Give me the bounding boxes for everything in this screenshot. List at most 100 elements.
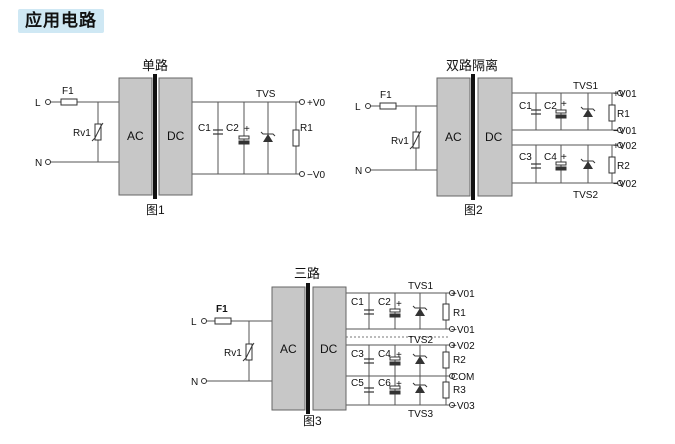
label-c1: C1 bbox=[519, 101, 532, 112]
label-c3: C3 bbox=[351, 349, 364, 360]
dc-label: DC bbox=[485, 130, 503, 144]
fuse-icon bbox=[214, 317, 232, 325]
tvs2-diode-icon bbox=[412, 353, 428, 365]
label-tvs1: TVS1 bbox=[408, 281, 433, 292]
label-vo1-minus: −V01 bbox=[451, 325, 475, 336]
label-N: N bbox=[35, 158, 42, 169]
label-c4: C4 bbox=[378, 349, 391, 360]
label-r2: R2 bbox=[617, 161, 630, 172]
resistor-r2-icon bbox=[442, 351, 450, 369]
label-r1: R1 bbox=[300, 123, 313, 134]
label-varistor: Rv1 bbox=[391, 136, 409, 147]
terminal-L bbox=[201, 318, 207, 324]
terminal-vplus bbox=[299, 99, 305, 105]
label-plus-c6: + bbox=[396, 379, 402, 390]
label-fuse: F1 bbox=[216, 304, 228, 315]
label-tvs2: TVS2 bbox=[573, 190, 598, 201]
label-r3: R3 bbox=[453, 385, 466, 396]
varistor-icon bbox=[91, 122, 104, 142]
label-varistor: Rv1 bbox=[73, 128, 91, 139]
label-tvs: TVS bbox=[256, 89, 276, 100]
label-vo2-plus: +V02 bbox=[451, 341, 475, 352]
terminal-vminus bbox=[299, 171, 305, 177]
resistor-r1-icon bbox=[442, 303, 450, 321]
label-L: L bbox=[35, 98, 41, 109]
diagram3-title: 三路 bbox=[294, 266, 320, 281]
label-plus-c4: + bbox=[396, 350, 402, 361]
resistor-r1-icon bbox=[608, 104, 616, 122]
transformer-core bbox=[153, 74, 157, 199]
label-L: L bbox=[191, 317, 197, 328]
diagram1-title: 单路 bbox=[142, 58, 168, 73]
tvs1-diode-icon bbox=[412, 305, 428, 317]
label-vo3-minus: −V03 bbox=[451, 401, 475, 412]
ac-label: AC bbox=[127, 129, 144, 143]
label-plus-c2: + bbox=[396, 299, 402, 310]
varistor-icon bbox=[409, 130, 422, 150]
diagram1-caption: 图1 bbox=[146, 203, 165, 217]
diagram-dual-isolated-output: 双路隔离 L N bbox=[355, 58, 637, 217]
ac-block bbox=[271, 286, 306, 411]
label-N: N bbox=[355, 166, 362, 177]
label-com: COM bbox=[451, 372, 474, 383]
label-c1: C1 bbox=[351, 297, 364, 308]
dc-block bbox=[312, 286, 347, 411]
ac-block bbox=[118, 77, 153, 196]
label-vminus: −V0 bbox=[307, 170, 326, 181]
transformer-core bbox=[471, 74, 475, 200]
resistor-r1-icon bbox=[292, 129, 300, 147]
label-N: N bbox=[191, 377, 198, 388]
label-c4: C4 bbox=[544, 152, 557, 163]
label-c2: C2 bbox=[544, 101, 557, 112]
resistor-r3-icon bbox=[442, 381, 450, 399]
dc-block bbox=[158, 77, 193, 196]
label-vo2-minus: −V02 bbox=[613, 179, 637, 190]
fuse-icon bbox=[60, 98, 78, 106]
label-vo1-plus: +V01 bbox=[451, 289, 475, 300]
diagram2-title: 双路隔离 bbox=[446, 58, 498, 73]
label-tvs2: TVS2 bbox=[408, 335, 433, 346]
terminal-L bbox=[45, 99, 51, 105]
transformer-core bbox=[306, 283, 310, 414]
terminal-N bbox=[45, 159, 51, 165]
diagram-triple-output: 三路 bbox=[191, 266, 475, 428]
label-fuse: F1 bbox=[62, 86, 74, 97]
label-c6: C6 bbox=[378, 378, 391, 389]
label-L: L bbox=[355, 102, 361, 113]
label-vplus: +V0 bbox=[307, 98, 326, 109]
ac-label: AC bbox=[280, 342, 297, 356]
terminal-N bbox=[365, 167, 371, 173]
label-plus-c4: + bbox=[561, 152, 567, 163]
label-vo1-minus: −V01 bbox=[613, 126, 637, 137]
label-c2: C2 bbox=[226, 123, 239, 134]
label-c2: C2 bbox=[378, 297, 391, 308]
dc-label: DC bbox=[320, 342, 338, 356]
varistor-icon bbox=[242, 342, 255, 362]
label-varistor: Rv1 bbox=[224, 348, 242, 359]
label-r2: R2 bbox=[453, 355, 466, 366]
resistor-r2-icon bbox=[608, 156, 616, 174]
diagram3-caption: 图3 bbox=[303, 414, 322, 428]
fuse-icon bbox=[379, 102, 397, 110]
label-plus-c2: + bbox=[561, 99, 567, 110]
label-vo1-plus: +V01 bbox=[613, 89, 637, 100]
terminal-L bbox=[365, 103, 371, 109]
tvs-diode-icon bbox=[260, 131, 276, 143]
dc-block bbox=[477, 77, 513, 197]
diagram-single-output: 单路 L N F1 Rv1 AC DC C1 C2 + TVS bbox=[35, 58, 326, 217]
label-plus: + bbox=[244, 124, 250, 135]
tvs3-diode-icon bbox=[412, 382, 428, 394]
tvs1-diode-icon bbox=[580, 106, 596, 118]
label-r1: R1 bbox=[453, 308, 466, 319]
label-c5: C5 bbox=[351, 378, 364, 389]
label-c1: C1 bbox=[198, 123, 211, 134]
ac-block bbox=[436, 77, 471, 197]
ac-label: AC bbox=[445, 130, 462, 144]
dc-label: DC bbox=[167, 129, 185, 143]
label-fuse: F1 bbox=[380, 90, 392, 101]
terminal-N bbox=[201, 378, 207, 384]
label-tvs1: TVS1 bbox=[573, 81, 598, 92]
section-title: 应用电路 bbox=[18, 9, 104, 33]
label-r1: R1 bbox=[617, 109, 630, 120]
